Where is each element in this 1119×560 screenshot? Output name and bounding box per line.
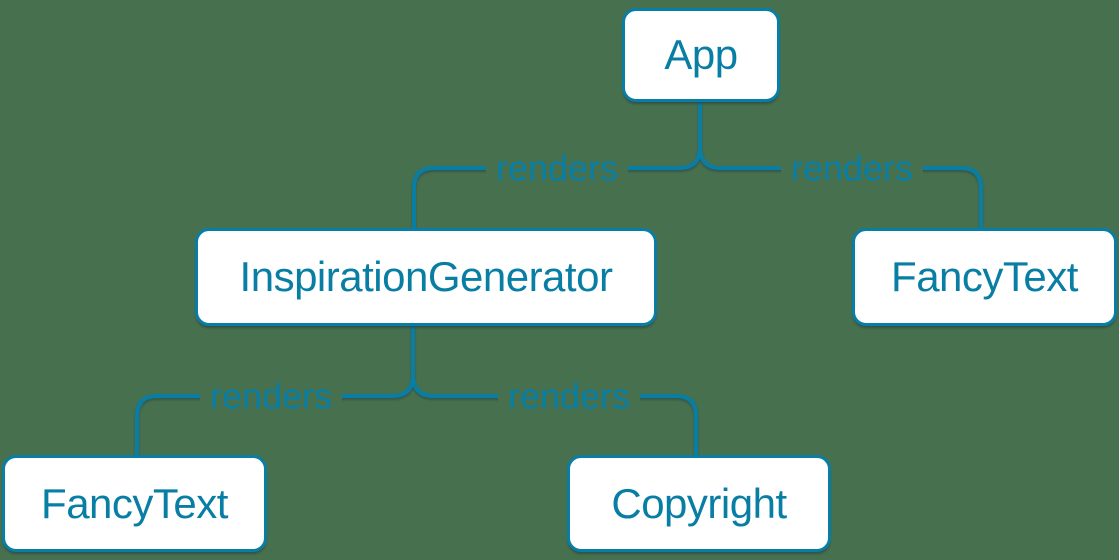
node-label: App bbox=[664, 31, 738, 78]
node-inspiration-generator: InspirationGenerator bbox=[195, 228, 657, 326]
node-fancy-text-top: FancyText bbox=[852, 228, 1117, 326]
node-label: InspirationGenerator bbox=[239, 253, 613, 300]
node-fancy-text-bottom: FancyText bbox=[2, 455, 267, 552]
node-label: Copyright bbox=[611, 479, 787, 527]
node-label: FancyText bbox=[891, 253, 1078, 300]
edge-label-renders: renders bbox=[199, 375, 343, 417]
edge-label-renders: renders bbox=[485, 147, 629, 189]
node-app: App bbox=[622, 8, 780, 102]
edge-label-renders: renders bbox=[780, 147, 924, 189]
node-label: FancyText bbox=[41, 479, 228, 527]
edge-label-renders: renders bbox=[497, 375, 641, 417]
node-copyright: Copyright bbox=[567, 455, 831, 552]
